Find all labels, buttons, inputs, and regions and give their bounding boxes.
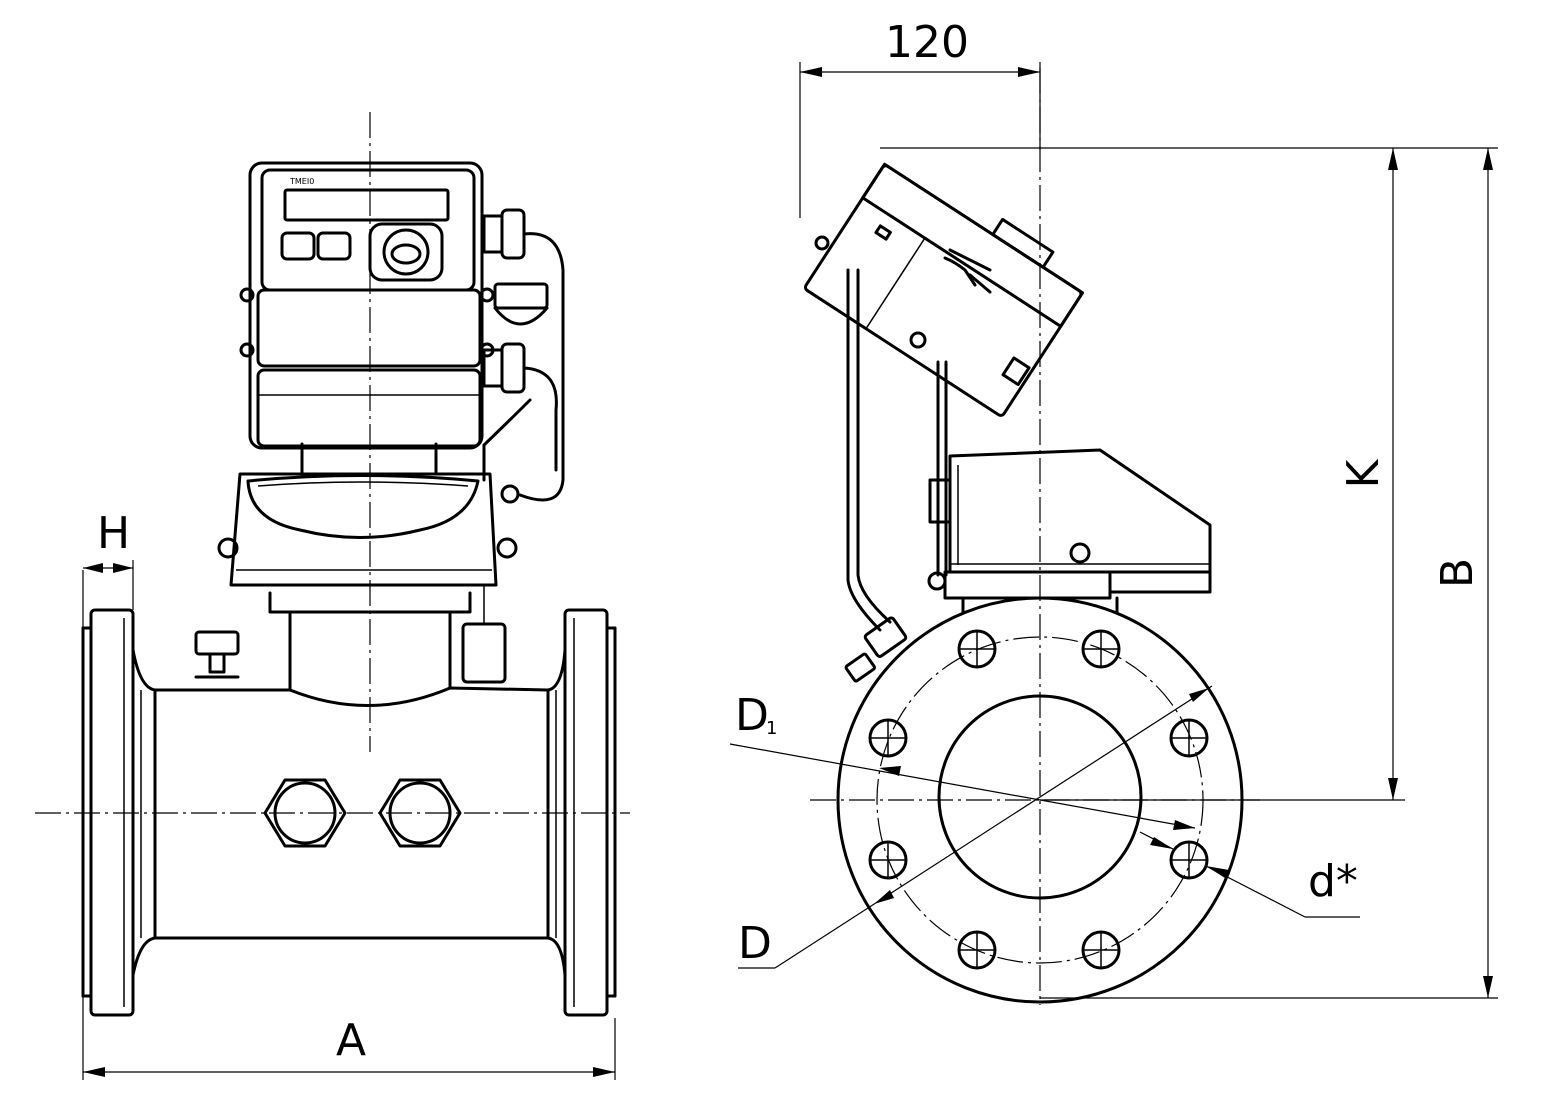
button-1 (280, 231, 316, 261)
meter-body (131, 648, 567, 977)
sensor-housing (229, 472, 498, 587)
dim-label-D1-subscript: 1 (766, 718, 777, 739)
dim-label-A: A (336, 1015, 366, 1066)
electronic-unit (248, 161, 484, 450)
dim-label-D1: D (735, 690, 769, 741)
dim-label-d-star: d* (1308, 856, 1358, 907)
right-flange (563, 608, 609, 1017)
front-view: TMEI0 (35, 112, 630, 1017)
bolt-holes (868, 629, 1209, 970)
side-view (804, 68, 1260, 1005)
dim-label-D: D (738, 918, 772, 969)
button-2 (316, 231, 352, 261)
front-dimensions: A H (82, 508, 616, 1080)
left-flange (89, 608, 135, 1017)
dim-label-B: B (1432, 558, 1483, 588)
hex-nut-right (378, 778, 462, 848)
side-dimensions: 120 K B D 1 D d* (729, 17, 1498, 999)
dim-label-K: K (1338, 458, 1389, 488)
sensor-box-side (948, 448, 1212, 574)
brand-label: TMEI0 (289, 177, 314, 186)
optical-port (368, 222, 444, 282)
flange-bore (937, 694, 1143, 900)
hex-nut-left (263, 778, 347, 848)
dim-label-H: H (97, 508, 130, 559)
display-window (283, 188, 450, 222)
tilted-electronic-unit (804, 162, 1084, 417)
dim-label-120: 120 (885, 17, 969, 68)
